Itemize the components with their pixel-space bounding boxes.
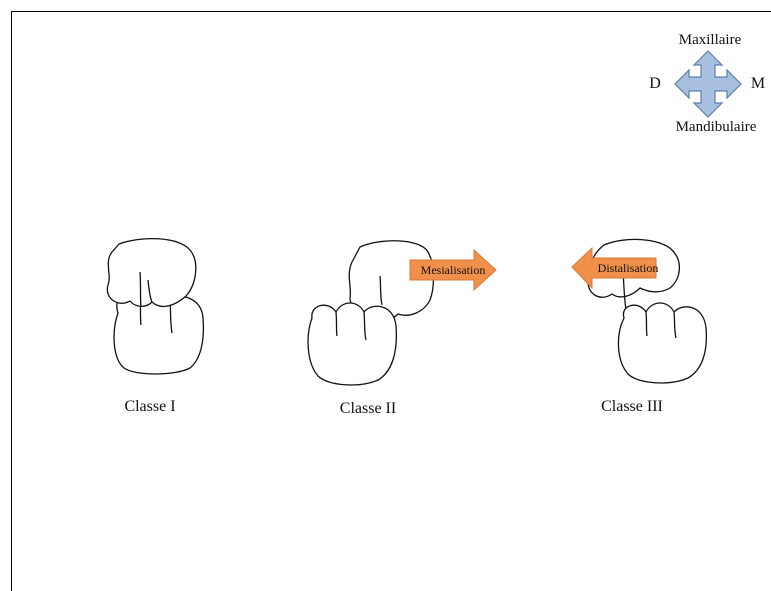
class-2-label: Classe II [340, 400, 396, 417]
class-1-label: Classe I [124, 398, 175, 415]
diagram-frame [11, 11, 771, 591]
lower-molar-class-2 [307, 302, 398, 386]
class-2-group: Classe II [307, 240, 435, 417]
left-arrow-icon [571, 246, 657, 290]
distalisation-label: Distalisation [598, 261, 659, 275]
lower-molar-class-3-groove [645, 311, 677, 339]
compass-top-label: Maxillaire [679, 32, 742, 48]
right-arrow-icon [409, 248, 497, 292]
lower-molar-class-2-groove [335, 311, 367, 341]
four-way-arrow-icon [674, 50, 742, 118]
orientation-compass: Maxillaire Mandibulaire D M [649, 32, 765, 135]
mesialisation-label: Mesialisation [421, 263, 486, 277]
class-3-label: Classe III [601, 398, 663, 415]
lower-molar-class-3 [617, 302, 708, 384]
compass-right-label: M [751, 75, 765, 92]
upper-molar-class-2-groove [379, 275, 383, 306]
class-1-group: Classe I [106, 237, 205, 415]
mesialisation-arrow: Mesialisation [409, 248, 497, 292]
compass-bottom-label: Mandibulaire [676, 119, 757, 135]
upper-molar-class-1 [106, 237, 197, 308]
distalisation-arrow: Distalisation [571, 246, 659, 290]
compass-left-label: D [649, 75, 661, 92]
upper-molar-class-1-groove [139, 271, 153, 308]
